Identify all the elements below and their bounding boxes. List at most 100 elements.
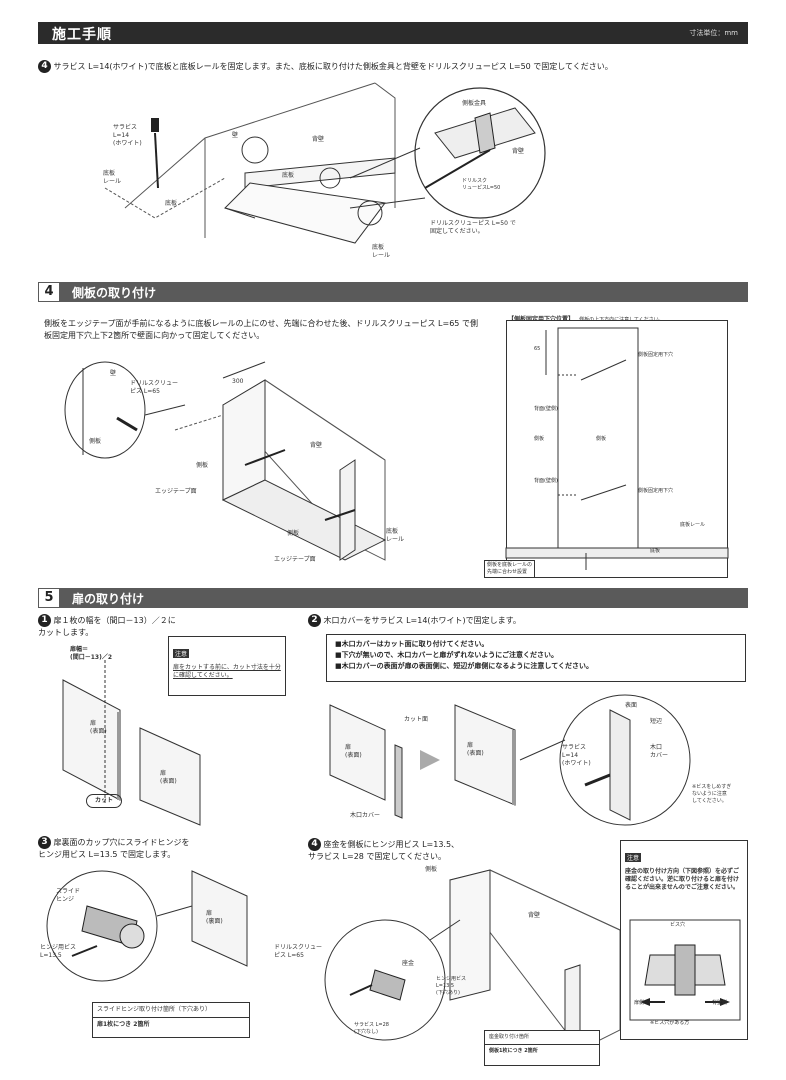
label-screw-l14: サラビス L=14 (ホワイト): [562, 744, 591, 767]
label-sara-l28: サラビス L=28 (下穴なし): [354, 1022, 389, 1035]
section-title: 側板の取り付け: [72, 286, 157, 300]
step4b-table-row2: 側板1枚につき 2箇所: [489, 1048, 538, 1054]
step2-instruction: 2 木口カバーをサラビス L=14(ホワイト)で固定します。: [308, 614, 748, 627]
step4b-illustration: [320, 870, 620, 1060]
step-number-badge: 4: [308, 838, 321, 851]
label-bottom-2: 底板: [282, 172, 295, 179]
section-number: 5: [38, 588, 60, 608]
label-side: 側板: [89, 438, 102, 445]
label-back-wall: 背壁: [310, 442, 323, 449]
step-number-badge: 3: [38, 836, 51, 849]
unit-note: 寸法単位：mm: [689, 29, 738, 37]
step4a-instruction: 4 サラビス L=14(ホワイト)で底板と底板レールを固定します。また、底板に取…: [38, 60, 748, 73]
step4b-note-box: 注意 座金の取り付け方向（下図参照）を必ずご確認ください。逆に取り付けると扉を付…: [620, 840, 748, 1040]
label-screw-l14: サラビス L=14 (ホワイト): [113, 124, 142, 147]
header-bar: 施工手順 寸法単位：mm: [38, 22, 748, 44]
dim-65: 65: [534, 346, 541, 352]
label-screw-caution: ※ビスをしめすぎ ないように注意 してください。: [692, 784, 732, 804]
panel-title: 【側板固定用下穴位置】: [508, 316, 574, 323]
label-side-plate: 側板: [196, 462, 209, 469]
label-edge-tape: エッジテープ面: [155, 488, 197, 495]
label-hinge-screw: ヒンジ用ビス L=13.5: [40, 944, 77, 959]
label-edge-cover-2: 木口 カバー: [650, 744, 669, 759]
label-wall: 壁: [232, 132, 239, 139]
label-wall: 壁: [110, 370, 117, 377]
step3-illustration: [42, 866, 272, 996]
label-back-wall-2: 背壁: [512, 148, 525, 155]
label-drill-l65: ドリルスクリュー ピス L=65: [274, 944, 323, 959]
label-align-note: 側板を底板レールの 先端に合わせ設置: [484, 560, 536, 578]
step3-instruction: 3 扉裏面のカップ穴にスライドヒンジを ヒンジ用ビス L=13.5 で固定します…: [38, 836, 298, 861]
label-edge-cover: 木口カバー: [350, 812, 381, 819]
section4-illustration: [55, 360, 395, 570]
washer-orientation-figure: [630, 920, 740, 1020]
section4-text: 側板をエッジテープ面が手前になるように底板レールの上にのせ、先端に合わせた後、ド…: [44, 319, 478, 340]
fig-label-hole-note: ※ビス穴がある方: [650, 1020, 690, 1026]
door-front-label-3: 扉 (表面): [345, 744, 362, 759]
step1-note: 扉をカットする前に、カット寸法を十分に確認してください。: [173, 664, 281, 679]
label-front: 表面: [625, 702, 638, 709]
label-bottom-rail: 底板 レール: [103, 170, 122, 185]
section-number: 4: [38, 282, 60, 302]
label-hinge-screw: ヒンジ用ビス L=13.5 (下穴あり): [436, 976, 467, 996]
label-back-wall: 背壁: [312, 136, 325, 143]
door-width-formula: 扉幅＝ (間口－13)／2: [70, 646, 113, 661]
step4b-table-row1: 座金取り付け箇所: [485, 1031, 599, 1045]
step1-instruction: 1 扉１枚の幅を（間口－13）／２に カットします。: [38, 614, 268, 639]
section-title: 扉の取り付け: [72, 592, 145, 606]
step2-note-1: ■木口カバーはカット面に取り付けてください。: [335, 640, 489, 648]
step3-table-row1: スライドヒンジ取り付け箇所（下穴あり）: [93, 1003, 249, 1018]
step2-note-2: ■下穴が無いので、木口カバーと扉がずれないようにご注意ください。: [335, 651, 559, 659]
step1-note-box: 注意 扉をカットする前に、カット寸法を十分に確認してください。: [168, 636, 286, 696]
step4b-instruction: 4 座金を側板にヒンジ用ビス L=13.5、 サラビス L=28 で固定してくだ…: [308, 838, 608, 863]
caution-tag: 注意: [173, 649, 190, 658]
step4b-text: 座金を側板にヒンジ用ビス L=13.5、 サラビス L=28 で固定してください…: [308, 840, 460, 861]
cut-label: カット: [86, 794, 123, 808]
door-front-label-4: 扉 (表面): [467, 742, 484, 757]
step2-note-box: ■木口カバーはカット面に取り付けてください。 ■下穴が無いので、木口カバーと扉が…: [326, 634, 746, 682]
label-inner: 側板: [596, 436, 607, 442]
hole-position-diagram: [506, 320, 728, 578]
label-side-plate-2: 側板: [287, 530, 300, 537]
step4a-illustration: [95, 78, 555, 268]
step2-illustration: [320, 690, 740, 830]
step-number-badge: 2: [308, 614, 321, 627]
label-hole-1: 側板固定用下穴: [638, 352, 674, 358]
fig-label-wall-side: 背壁側: [712, 1000, 728, 1006]
step1-illustration: [55, 660, 215, 830]
label-slide-hinge: スライド ヒンジ: [56, 888, 81, 903]
step3-table: スライドヒンジ取り付け箇所（下穴あり） 扉1枚につき 2箇所: [92, 1002, 250, 1038]
section-4-bar: 4 側板の取り付け: [38, 282, 748, 302]
label-hole-2: 側板固定用下穴: [638, 488, 674, 494]
label-drill-note: ドリルスクリューピス L=50 で 固定してください。: [430, 220, 516, 235]
label-drill-screw: ドリルスク リューピスL=50: [462, 178, 501, 191]
label-bottom: 底板: [165, 200, 178, 207]
label-edge-tape-2: エッジテープ面: [274, 556, 316, 563]
label-side-box: 側板: [534, 436, 545, 442]
step1-text: 扉１枚の幅を（間口－13）／２に カットします。: [38, 616, 176, 637]
label-rail: 底板レール: [680, 522, 706, 528]
step-number-badge: 1: [38, 614, 51, 627]
door-front-label: 扉 (表面): [90, 720, 107, 735]
fig-label-screw-hole: ビス穴: [670, 922, 686, 928]
door-front-label-2: 扉 (表面): [160, 770, 177, 785]
label-drill-screw-l65: ドリルスクリュー ピス L=65: [130, 380, 179, 395]
page-title: 施工手順: [52, 27, 112, 43]
label-washer: 座金: [402, 960, 415, 967]
dim-300: 300: [232, 378, 244, 385]
step2-text: 木口カバーをサラビス L=14(ホワイト)で固定します。: [323, 616, 521, 625]
label-bottom: 底板: [650, 548, 661, 554]
caution-tag: 注意: [625, 853, 642, 862]
label-back-2: 背面(壁側): [534, 478, 558, 484]
label-cut-face: カット面: [404, 716, 429, 723]
label-bottom-rail-2: 底板 レール: [372, 244, 391, 259]
step3-text: 扉裏面のカップ穴にスライドヒンジを ヒンジ用ビス L=13.5 で固定します。: [38, 838, 190, 859]
step-number-badge: 4: [38, 60, 51, 73]
step4b-note: 座金の取り付け方向（下図参照）を必ずご確認ください。逆に取り付けると扉を付けるこ…: [625, 868, 740, 891]
fig-label-door-side: 扉側: [634, 1000, 645, 1006]
label-side-bracket: 側板金具: [462, 100, 487, 107]
door-back-label: 扉 (裏面): [206, 910, 223, 925]
label-side: 側板: [425, 866, 438, 873]
step2-note-3: ■木口カバーの表面が扉の表面側に、短辺が扉側になるように注意してください。: [335, 662, 593, 670]
section-5-bar: 5 扉の取り付け: [38, 588, 748, 608]
